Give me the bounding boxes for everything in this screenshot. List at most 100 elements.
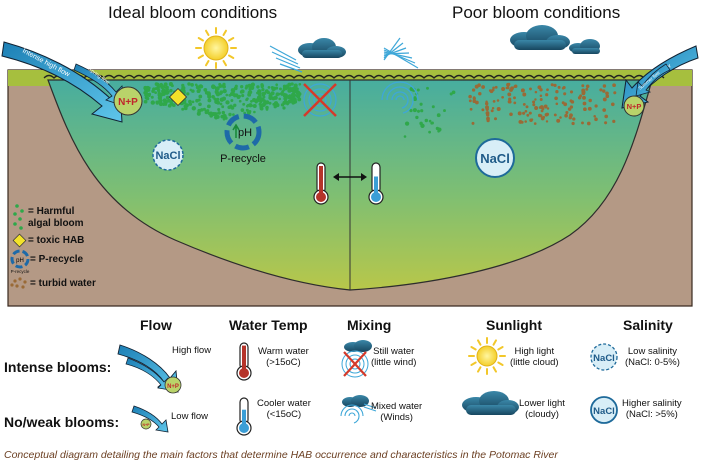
table-high-salinity-icon — [590, 396, 618, 424]
turbid-dot — [486, 113, 490, 117]
algae-dot — [199, 84, 204, 89]
thermometer-warm-icon — [313, 162, 329, 205]
turbid-dot — [579, 94, 583, 98]
turbid-dot — [474, 84, 479, 89]
turbid-dot — [605, 91, 609, 96]
turbid-dot — [565, 110, 569, 115]
algae-dot — [281, 90, 285, 94]
algae-dot — [290, 87, 295, 92]
turbid-dot — [540, 116, 545, 121]
turbid-dot — [506, 86, 510, 90]
turbid-dot — [594, 104, 598, 108]
algae-dot — [221, 110, 225, 115]
algae-dot — [261, 87, 265, 92]
turbid-dot — [492, 86, 495, 90]
turbid-dot — [587, 106, 592, 111]
turbid-dot — [610, 102, 615, 107]
algae-dot — [426, 86, 429, 90]
swirl-mixing-icon — [381, 81, 419, 114]
algae-dot — [246, 104, 249, 108]
algae-dot — [238, 99, 242, 103]
cell-cooler-water: Cooler water(<15oC) — [257, 398, 311, 420]
algae-dot — [431, 121, 434, 125]
algae-dot — [260, 85, 264, 89]
turbid-dot — [582, 95, 586, 100]
turbid-dot — [529, 87, 532, 91]
turbid-dot — [556, 118, 561, 123]
algae-dot — [431, 105, 435, 109]
algae-dot — [267, 85, 271, 89]
algae-dot — [221, 96, 227, 101]
turbid-dot — [555, 90, 559, 94]
algae-dot — [165, 87, 169, 92]
algae-dot — [186, 92, 190, 96]
algae-dot — [216, 100, 221, 105]
algae-dot — [428, 130, 431, 134]
turbid-dot — [532, 100, 536, 104]
turbid-dot — [517, 111, 522, 116]
algae-dot — [150, 100, 155, 105]
turbid-dot — [593, 115, 596, 118]
algae-dot — [264, 89, 269, 94]
algae-dot — [268, 101, 272, 105]
algae-dot — [165, 95, 170, 100]
row-intense-blooms: Intense blooms: — [4, 359, 112, 375]
legend-precycle: = P-recycle — [30, 254, 84, 265]
algae-dot — [189, 88, 193, 92]
algae-dot — [219, 102, 223, 106]
algae-dot — [216, 97, 220, 102]
turbid-dot — [518, 119, 523, 124]
algae-dot — [211, 112, 216, 116]
turbid-dot — [478, 91, 482, 96]
turbid-dot — [469, 107, 473, 111]
turbid-dot — [562, 86, 566, 90]
algae-dot — [248, 90, 253, 95]
algae-dot — [288, 94, 292, 98]
algae-dot — [248, 110, 252, 113]
algae-dot — [181, 107, 185, 111]
algae-dot — [424, 118, 429, 123]
algae-dot — [262, 99, 266, 103]
turbid-dot — [569, 90, 574, 94]
turbid-dot — [585, 84, 590, 89]
turbid-water-dots — [468, 82, 617, 126]
algae-dot — [165, 99, 169, 103]
nutrients-label-left: N+P — [118, 97, 138, 108]
turbid-dot — [513, 101, 517, 105]
algae-dot — [275, 83, 279, 87]
turbid-dot — [539, 98, 543, 101]
algae-dot — [259, 106, 264, 111]
p-recycle-label: P-recycle — [220, 153, 266, 165]
turbid-dot — [496, 99, 500, 102]
turbid-dot — [484, 101, 489, 106]
turbid-dot — [559, 116, 562, 119]
turbid-dot — [540, 109, 544, 113]
turbid-dot — [496, 107, 501, 111]
table-still-water-icon — [341, 340, 372, 378]
table-high-salinity-icon-label: NaCl — [593, 406, 615, 417]
algae-dot — [269, 92, 273, 96]
algae-dot — [154, 87, 158, 91]
legend-toxic: = toxic HAB — [28, 235, 85, 246]
turbid-dot — [526, 113, 530, 117]
algae-dot — [218, 84, 222, 88]
cloud-icon-large — [510, 25, 570, 50]
algae-dot — [253, 110, 256, 114]
algae-dot — [242, 102, 246, 106]
algae-dot — [413, 97, 417, 102]
algae-dot — [282, 92, 287, 97]
algae-dot — [241, 94, 245, 98]
turbid-dot — [509, 112, 513, 117]
algae-dot — [224, 116, 228, 120]
algae-dot — [238, 94, 241, 98]
turbid-dot — [569, 99, 573, 103]
cell-high-light: High light(little cloud) — [510, 346, 559, 368]
algae-dot — [244, 86, 248, 90]
legend-hab-line1: = Harmful — [28, 206, 75, 217]
ideal-conditions-title: Ideal bloom conditions — [108, 3, 278, 22]
cell-higher-salinity: Higher salinity(NaCl: >5%) — [622, 398, 682, 420]
double-arrow-icon — [333, 173, 367, 181]
algae-dot — [230, 105, 235, 110]
sun-icon — [195, 27, 237, 69]
